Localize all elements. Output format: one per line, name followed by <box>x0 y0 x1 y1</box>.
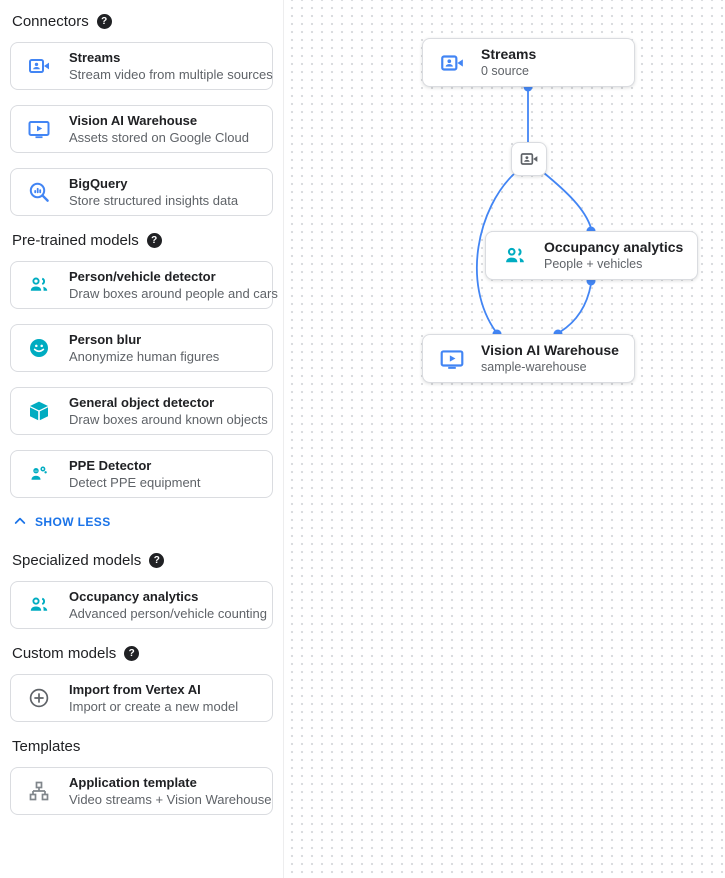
section-header-connectors: Connectors ? <box>12 12 273 30</box>
palette-item-streams[interactable]: Streams Stream video from multiple sourc… <box>10 42 273 90</box>
palette-item-application-template[interactable]: Application template Video streams + Vis… <box>10 767 273 815</box>
item-subtitle: Anonymize human figures <box>69 349 220 364</box>
item-subtitle: Stream video from multiple sources <box>69 67 273 82</box>
graph-canvas[interactable]: Streams 0 source Occupancy analytics Peo… <box>283 0 725 878</box>
palette-item-bigquery[interactable]: BigQuery Store structured insights data <box>10 168 273 216</box>
help-icon[interactable]: ? <box>124 645 140 661</box>
item-title: Person blur <box>69 332 142 347</box>
node-occupancy-analytics[interactable]: Occupancy analytics People + vehicles <box>485 231 698 280</box>
magnifier-chart-icon <box>27 180 51 204</box>
people-icon <box>502 243 528 269</box>
item-title: PPE Detector <box>69 458 152 473</box>
cube-icon <box>27 399 51 423</box>
item-title: Person/vehicle detector <box>69 269 216 284</box>
section-title: Connectors <box>12 12 89 30</box>
item-title: Streams <box>69 50 121 65</box>
monitor-play-icon <box>27 117 51 141</box>
item-title: General object detector <box>69 395 215 410</box>
item-title: Occupancy analytics <box>69 589 199 604</box>
node-subtitle: sample-warehouse <box>481 359 587 374</box>
help-icon[interactable]: ? <box>149 552 165 568</box>
video-camera-icon <box>27 54 51 78</box>
palette-item-occupancy-analytics[interactable]: Occupancy analytics Advanced person/vehi… <box>10 581 273 629</box>
palette-item-ppe-detector[interactable]: PPE Detector Detect PPE equipment <box>10 450 273 498</box>
section-title: Custom models <box>12 644 117 662</box>
node-title: Occupancy analytics <box>544 238 684 255</box>
item-subtitle: Advanced person/vehicle counting <box>69 606 268 621</box>
node-title: Streams <box>481 45 537 62</box>
section-header-pretrained: Pre-trained models ? <box>12 231 273 249</box>
item-title: BigQuery <box>69 176 128 191</box>
node-subtitle: People + vehicles <box>544 256 643 271</box>
item-subtitle: Video streams + Vision Warehouse <box>69 792 272 807</box>
video-camera-icon <box>439 50 465 76</box>
item-subtitle: Draw boxes around people and cars <box>69 286 278 301</box>
palette-item-vision-warehouse[interactable]: Vision AI Warehouse Assets stored on Goo… <box>10 105 273 153</box>
show-less-label: SHOW LESS <box>35 515 111 529</box>
palette-item-person-vehicle-detector[interactable]: Person/vehicle detector Draw boxes aroun… <box>10 261 278 309</box>
section-title: Specialized models <box>12 551 142 569</box>
item-title: Import from Vertex AI <box>69 682 201 697</box>
section-title: Pre-trained models <box>12 231 139 249</box>
monitor-play-icon <box>439 346 465 372</box>
section-header-specialized: Specialized models ? <box>12 551 273 569</box>
item-subtitle: Assets stored on Google Cloud <box>69 130 249 145</box>
item-title: Application template <box>69 775 197 790</box>
people-icon <box>27 273 51 297</box>
node-subtitle: 0 source <box>481 63 529 78</box>
blurred-face-icon <box>27 336 51 360</box>
item-subtitle: Store structured insights data <box>69 193 239 208</box>
section-header-templates: Templates <box>12 737 273 755</box>
palette-item-person-blur[interactable]: Person blur Anonymize human figures <box>10 324 273 372</box>
help-icon[interactable]: ? <box>96 13 112 29</box>
item-subtitle: Draw boxes around known objects <box>69 412 268 427</box>
node-title: Vision AI Warehouse <box>481 341 619 358</box>
palette-item-general-object-detector[interactable]: General object detector Draw boxes aroun… <box>10 387 273 435</box>
item-subtitle: Import or create a new model <box>69 699 239 714</box>
item-subtitle: Detect PPE equipment <box>69 475 201 490</box>
people-icon <box>27 593 51 617</box>
person-hardhat-icon <box>27 462 51 486</box>
section-title: Templates <box>12 737 81 755</box>
plus-circle-icon <box>27 686 51 710</box>
video-camera-icon <box>519 149 539 169</box>
palette-item-import-vertex-ai[interactable]: Import from Vertex AI Import or create a… <box>10 674 273 722</box>
graph-edges <box>476 82 596 339</box>
graph-tree-icon <box>27 779 51 803</box>
component-palette: Connectors ? Streams Stream video from m… <box>0 0 283 878</box>
chevron-up-icon <box>12 513 28 532</box>
section-header-custom: Custom models ? <box>12 644 273 662</box>
node-streams[interactable]: Streams 0 source <box>422 38 635 87</box>
node-vision-ai-warehouse[interactable]: Vision AI Warehouse sample-warehouse <box>422 334 635 383</box>
help-icon[interactable]: ? <box>146 232 162 248</box>
show-less-button[interactable]: SHOW LESS <box>12 513 273 531</box>
item-title: Vision AI Warehouse <box>69 113 198 128</box>
node-stream-source[interactable] <box>511 142 547 176</box>
